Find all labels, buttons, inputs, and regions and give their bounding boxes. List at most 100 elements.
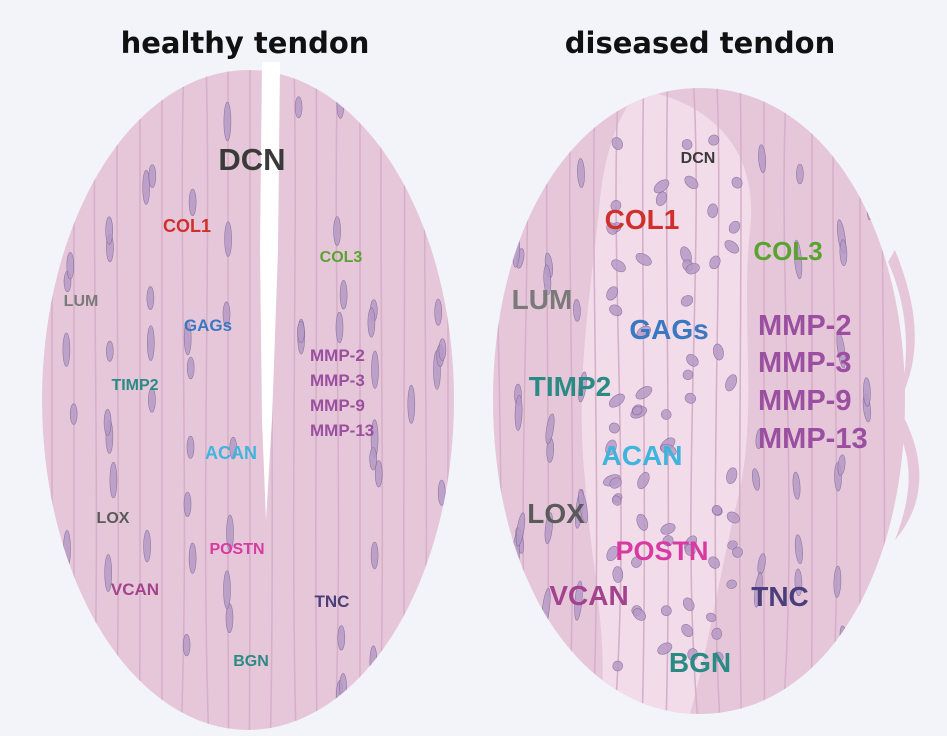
fiber-line	[780, 88, 790, 714]
cell-nucleus	[635, 386, 653, 400]
cell-nucleus	[751, 468, 761, 491]
cell-nucleus	[335, 311, 344, 344]
cell-nucleus	[511, 212, 521, 240]
fiber-line	[180, 70, 186, 730]
cell-nucleus	[726, 511, 740, 524]
cell-nucleus	[223, 570, 231, 610]
cell-nucleus	[606, 286, 618, 301]
cell-nucleus	[577, 158, 585, 188]
cell-nucleus	[438, 338, 447, 361]
cell-nucleus	[863, 377, 871, 407]
cell-nucleus	[148, 164, 157, 189]
cell-nucleus	[686, 354, 699, 367]
healthy-labels: DCN COL1 COL3 LUM GAGs TIMP2 MMP-2 MMP-3…	[64, 142, 375, 670]
cell-nucleus	[106, 340, 114, 362]
diseased-col1-label: COL1	[605, 204, 680, 235]
cell-nucleus	[655, 191, 668, 206]
cell-nucleus	[637, 471, 650, 490]
fiber-line	[248, 70, 251, 730]
diseased-bgn-label: BGN	[669, 647, 731, 678]
cell-nucleus	[223, 101, 232, 142]
cell-nucleus	[186, 435, 195, 459]
cell-nucleus	[434, 298, 443, 326]
diseased-vcan-label: VCAN	[549, 580, 628, 611]
cell-nucleus	[687, 648, 699, 661]
diseased-mmp3-label: MMP-3	[758, 347, 851, 379]
cell-nucleus	[611, 259, 626, 273]
cell-nucleus	[866, 186, 875, 221]
cell-nucleus	[336, 91, 345, 119]
cell-nucleus	[839, 625, 848, 651]
cell-nucleus	[660, 605, 672, 617]
fiber-line	[292, 70, 297, 730]
healthy-lum-label: LUM	[64, 293, 99, 310]
cell-nucleus	[681, 139, 693, 150]
cell-nucleus	[545, 413, 555, 445]
cell-nucleus	[636, 513, 649, 531]
cell-nucleus	[731, 176, 743, 189]
cell-nucleus	[63, 530, 71, 568]
cell-nucleus	[681, 624, 694, 637]
healthy-gags-label: GAGs	[184, 316, 232, 335]
cell-nucleus	[183, 320, 192, 356]
cell-nucleus	[612, 566, 624, 583]
cell-nucleus	[62, 332, 71, 367]
cell-nucleus	[226, 514, 234, 551]
cell-nucleus	[148, 387, 156, 413]
cell-nucleus	[437, 479, 446, 506]
diseased-tnc-label: TNC	[751, 581, 809, 612]
cell-nucleus	[435, 619, 444, 649]
cell-nucleus	[339, 673, 347, 702]
diseased-mmp2-label: MMP-2	[758, 310, 851, 342]
cell-nucleus	[836, 331, 846, 369]
fiber-line	[591, 88, 598, 714]
healthy-tnc-label: TNC	[315, 592, 350, 611]
fiber-line	[227, 70, 230, 730]
cell-nucleus	[143, 696, 152, 726]
cell-nucleus	[712, 343, 724, 361]
cell-nucleus	[183, 491, 192, 517]
cell-nucleus	[684, 175, 699, 190]
diseased-acan-label: ACAN	[602, 440, 683, 471]
fiber-line	[640, 88, 646, 714]
cell-nucleus	[867, 608, 876, 638]
cell-nucleus	[685, 263, 700, 275]
cell-nucleus	[515, 512, 526, 547]
cell-nucleus	[612, 660, 623, 672]
fiber-line	[664, 88, 670, 714]
cell-nucleus	[69, 403, 78, 425]
cell-nucleus	[726, 467, 738, 485]
cell-nucleus	[632, 405, 643, 416]
cell-nucleus	[297, 320, 305, 344]
fiber-line	[204, 70, 210, 730]
cell-nucleus	[657, 642, 673, 655]
cell-nucleus	[543, 264, 552, 295]
cell-nucleus	[339, 280, 348, 310]
healthy-dcn-label: DCN	[218, 142, 285, 177]
cell-nucleus	[732, 546, 743, 558]
healthy-col3-label: COL3	[320, 249, 363, 266]
cell-nucleus	[573, 299, 581, 322]
cell-nucleus	[662, 535, 674, 547]
cell-nucleus	[610, 200, 622, 212]
cell-nucleus	[514, 395, 523, 431]
diseased-lum-label: LUM	[512, 284, 573, 315]
cell-nucleus	[294, 96, 303, 119]
diseased-labels: DCN COL1 COL3 LUM GAGs TIMP2 MMP-2 MMP-3…	[512, 150, 868, 678]
cell-nucleus	[792, 471, 801, 500]
cell-nucleus	[369, 645, 378, 679]
cell-nucleus	[680, 295, 694, 307]
cell-nucleus	[403, 102, 412, 125]
diseased-gags-label: GAGs	[629, 314, 708, 345]
cell-nucleus	[337, 625, 346, 651]
cell-nucleus	[660, 523, 676, 535]
cell-nucleus	[653, 179, 670, 194]
cell-nucleus	[711, 627, 723, 640]
cell-nucleus	[606, 545, 619, 562]
cell-nucleus	[66, 594, 75, 633]
frayed-fiber-ends	[888, 250, 920, 540]
healthy-tendon-title: healthy tendon	[120, 26, 370, 60]
diseased-tendon-section	[493, 88, 920, 714]
cell-nucleus	[367, 307, 376, 338]
